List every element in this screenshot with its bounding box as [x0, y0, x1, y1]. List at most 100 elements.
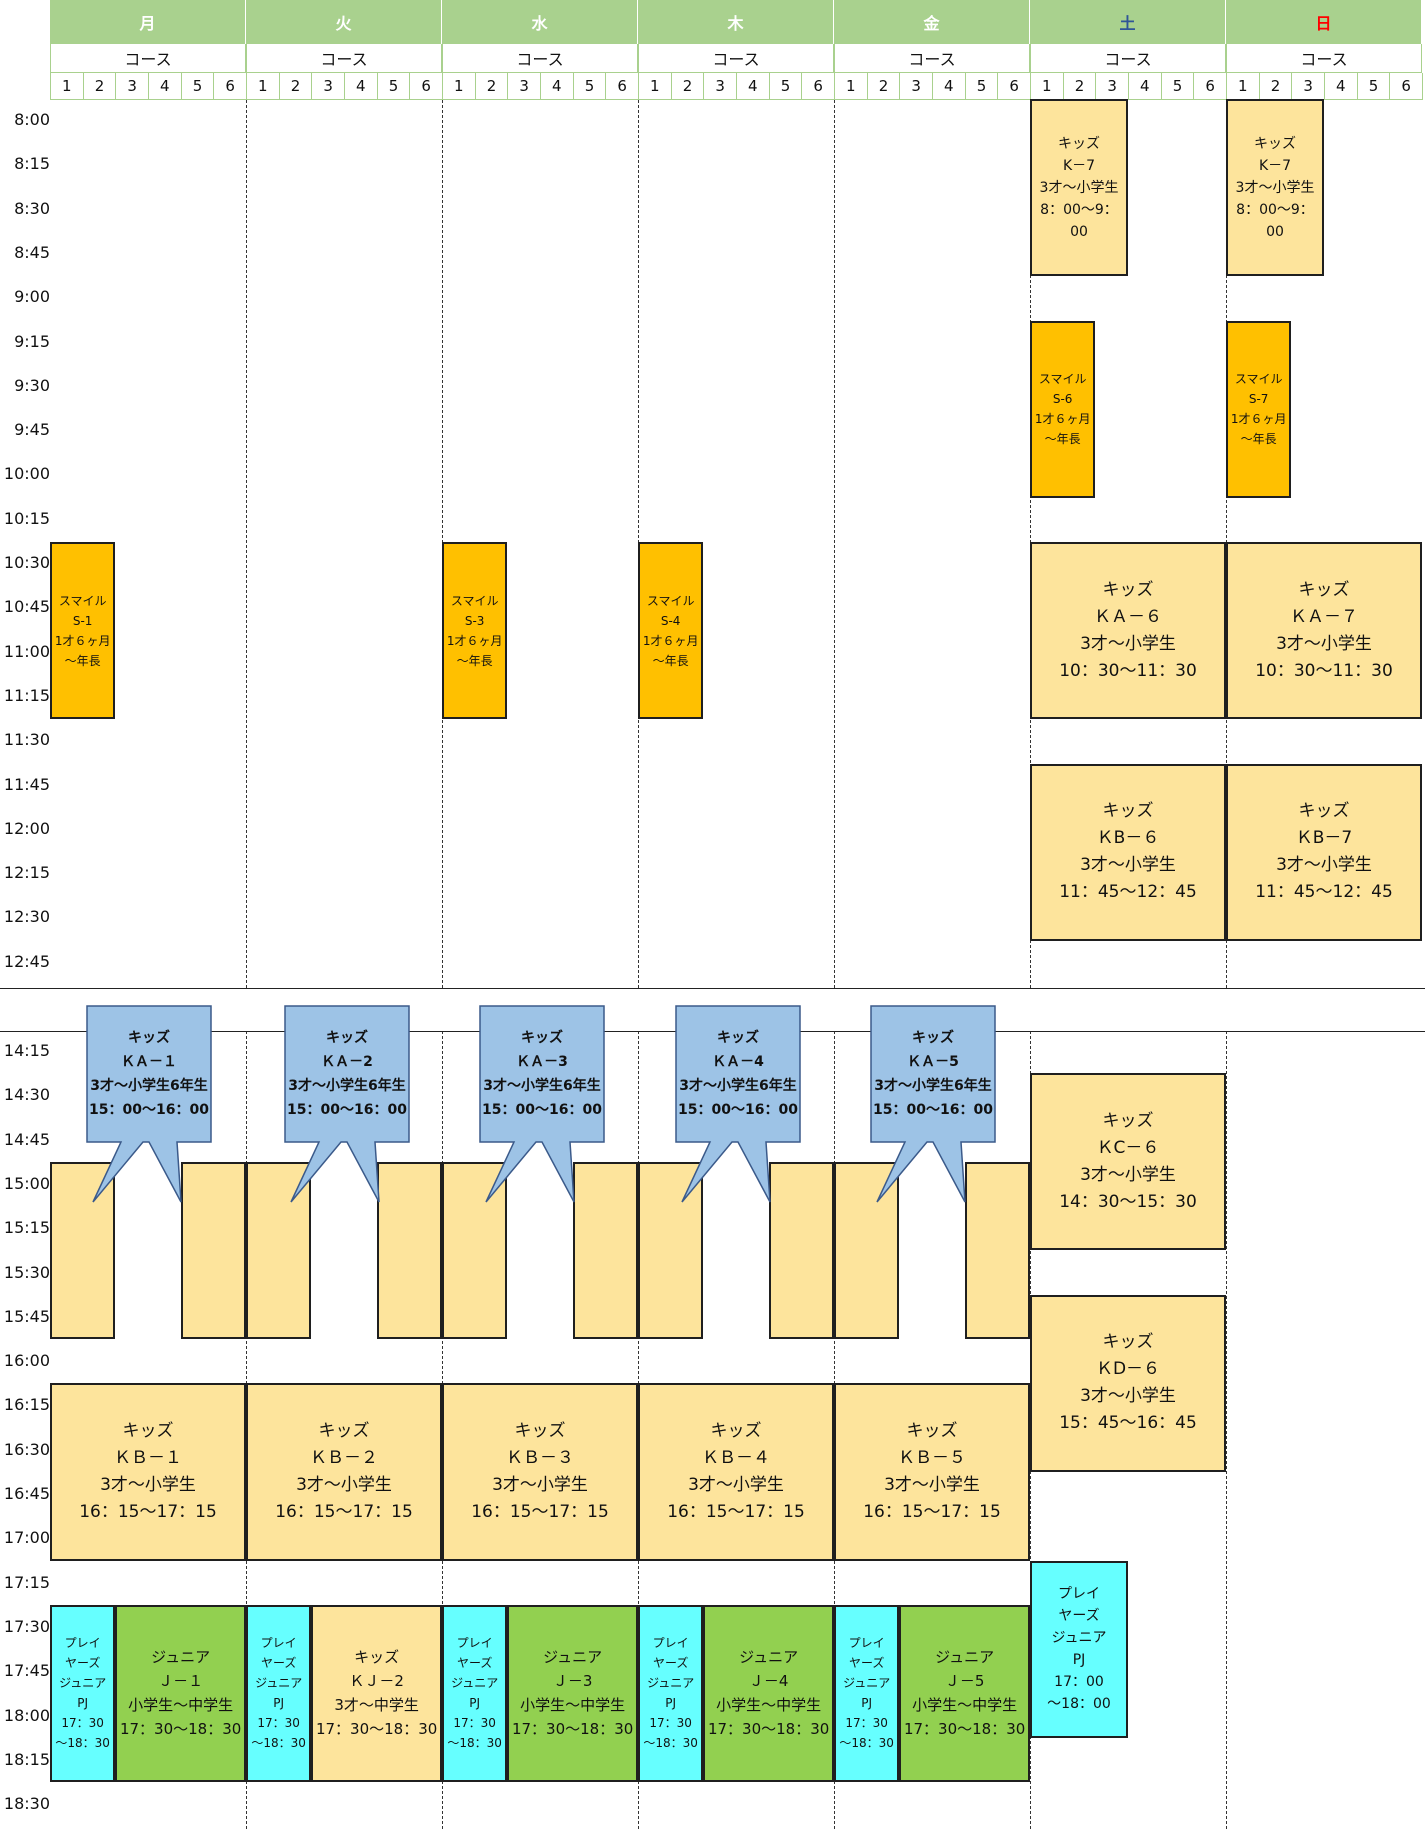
class-text: 1才６ヶ月 [1034, 412, 1091, 427]
class-text: 小学生～中学生 [520, 1696, 626, 1715]
course-header-5: コース [1030, 44, 1226, 73]
class-text: ＫD－６ [1095, 1359, 1161, 1380]
class-text: ジュニア [739, 1648, 799, 1667]
slot-header: 4 [344, 73, 377, 100]
day-header-6: 日 [1226, 0, 1422, 44]
class-text: 8：00～9： [1040, 201, 1118, 218]
class-text: ＫＡ－７ [1290, 606, 1358, 627]
class-text: Ｊ－１ [158, 1672, 204, 1691]
class-text: プレイ [260, 1636, 297, 1651]
slot-number: 4 [748, 77, 758, 95]
class-text: K－7 [1258, 157, 1292, 174]
class-text: ジュニア [935, 1648, 995, 1667]
class-text: ＫＪ－2 [349, 1672, 404, 1691]
class-text: PJ [861, 1696, 873, 1711]
class-text: スマイル [1234, 372, 1283, 387]
class-text: キッズ [122, 1420, 174, 1441]
class-text: スマイル [1038, 372, 1087, 387]
slot-header: 6 [997, 73, 1030, 100]
time-label: 8:15 [14, 154, 50, 174]
slot-header: 6 [605, 73, 638, 100]
slot-header: 4 [1324, 73, 1357, 100]
slot-number: 1 [62, 77, 72, 95]
class-text: S-4 [660, 613, 681, 628]
class-text: キッズ [1102, 801, 1154, 822]
slot-row-end [1422, 73, 1423, 100]
slot-header: 5 [964, 73, 998, 100]
class-text: ＫB－7 [1295, 828, 1353, 849]
time-label: 12:15 [3, 863, 50, 883]
slot-header: 1 [1226, 73, 1259, 100]
slot-number: 6 [1401, 77, 1411, 95]
slot-header: 5 [376, 73, 410, 100]
slot-header: 3 [703, 73, 736, 100]
class-text: ～18：30 [643, 1736, 698, 1751]
bubble-text-line: 3才～小学生6年生 [874, 1078, 992, 1094]
class-text: Ｊ－3 [552, 1672, 593, 1691]
class-text: PJ [665, 1696, 677, 1711]
class-text: 16：15～17：15 [471, 1501, 609, 1522]
time-label: 9:30 [14, 375, 50, 395]
class-text: ～年長 [64, 653, 101, 668]
time-label: 8:30 [14, 198, 50, 218]
time-label: 15:15 [3, 1218, 50, 1238]
slot-header: 3 [899, 73, 932, 100]
class-text: 17：30～18：30 [707, 1720, 830, 1739]
ka-pillar-right [572, 1161, 638, 1340]
class-text: プレイ [848, 1636, 885, 1651]
time-label: 17:45 [3, 1661, 50, 1681]
slot-number: 2 [94, 77, 105, 95]
class-text: 16：15～17：15 [275, 1501, 413, 1522]
class-text: キッズ [1254, 135, 1296, 152]
slot-header: 5 [1356, 73, 1390, 100]
class-text: ＫＢ－１ [114, 1447, 182, 1468]
class-text: スマイル [58, 593, 107, 608]
slot-number: 2 [290, 77, 301, 95]
bubble-text-line: キッズ [128, 1030, 170, 1046]
time-label: 10:00 [3, 464, 50, 484]
day-header-5: 土 [1030, 0, 1226, 44]
slot-header: 6 [213, 73, 246, 100]
class-text: 00 [1070, 223, 1088, 240]
class-text: S-7 [1248, 392, 1269, 407]
day-label: 月 [139, 14, 156, 33]
time-label: 11:00 [3, 641, 50, 661]
slot-number: 5 [1172, 77, 1183, 95]
class-text: キッズ [1058, 135, 1100, 152]
slot-header: 5 [180, 73, 214, 100]
